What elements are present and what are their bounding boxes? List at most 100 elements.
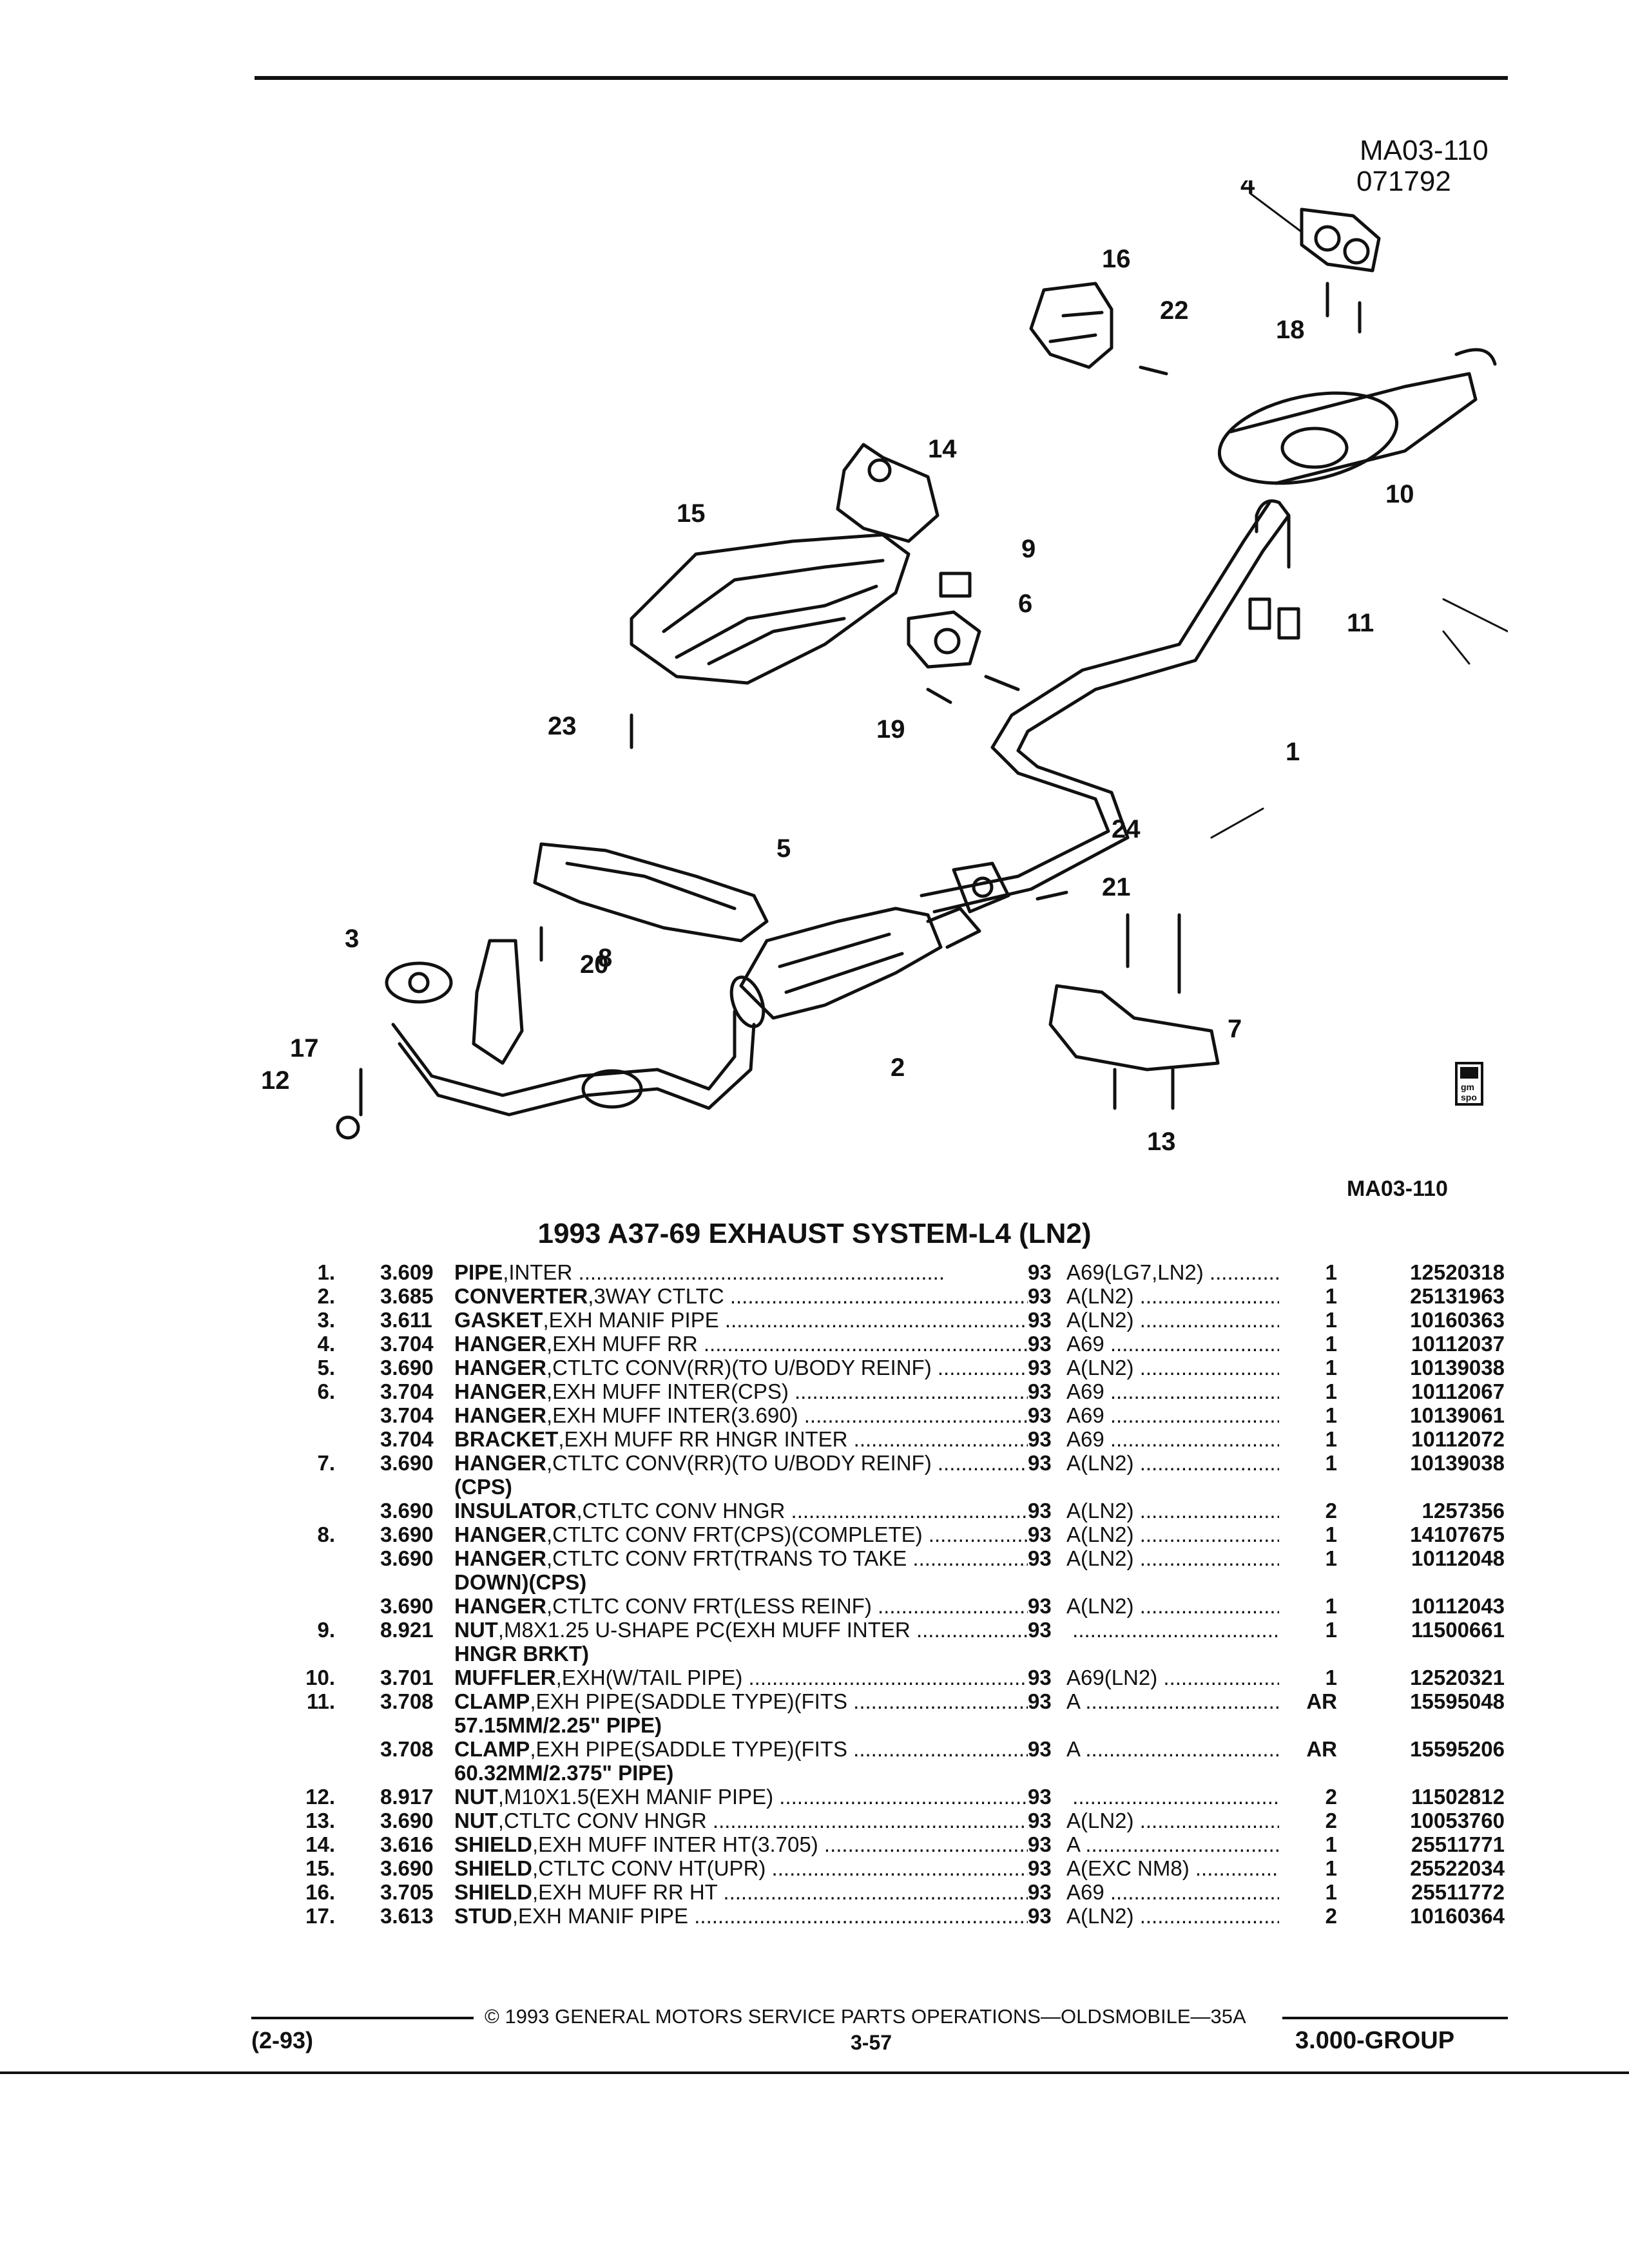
application: A69 ....................................…: [1066, 1403, 1279, 1427]
leader-dots: ........................................…: [572, 1260, 945, 1284]
item-number: [251, 1427, 380, 1451]
application-code: A(LN2): [1066, 1594, 1134, 1618]
intermediate-pipe: [920, 501, 1271, 898]
part-number: 15595206: [1410, 1737, 1505, 1761]
diagram-code-bottom: MA03-110: [1347, 1177, 1448, 1201]
model-year: 93: [1028, 1379, 1052, 1403]
part-name: HANGER: [454, 1451, 547, 1475]
leader-dots: ........................................…: [1139, 1904, 1279, 1928]
part-detail: ,CTLTC CONV FRT(LESS REINF): [546, 1594, 872, 1618]
quantity: 1: [1325, 1427, 1337, 1451]
leader-dots: ........................................…: [748, 1666, 1028, 1689]
item-number: [251, 1570, 380, 1594]
part-number: 10112048: [1411, 1546, 1505, 1570]
parts-row-continuation: HNGR BRKT): [251, 1642, 1572, 1666]
part-detail: ,M8X1.25 U-SHAPE PC(EXH MUFF INTER: [497, 1618, 911, 1642]
part-name: HANGER: [454, 1356, 547, 1379]
application-code: A(LN2): [1066, 1809, 1134, 1832]
part-name: MUFFLER: [454, 1666, 556, 1689]
part-number: 10139061: [1410, 1403, 1505, 1427]
part-description: CLAMP,EXH PIPE(SADDLE TYPE)(FITS .......…: [454, 1737, 1028, 1761]
part-detail: ,EXH MUFF RR HNGR INTER: [558, 1427, 848, 1451]
leader-dots: ........................................…: [804, 1403, 1028, 1427]
application: A(LN2) .................................…: [1066, 1451, 1279, 1475]
leader-dots: ........................................…: [853, 1689, 1028, 1713]
section-number: 3.616: [380, 1832, 434, 1856]
application: A(LN2) .................................…: [1066, 1546, 1279, 1570]
application: A ......................................…: [1066, 1737, 1279, 1761]
parts-row-continuation: (CPS): [251, 1475, 1572, 1499]
part-detail-continued: (CPS): [454, 1475, 512, 1499]
leader-dots: ........................................…: [912, 1546, 1028, 1570]
leader-dots: ........................................…: [1110, 1880, 1279, 1904]
leader-dots: ........................................…: [853, 1427, 1028, 1451]
leader-dots: ........................................…: [795, 1379, 1028, 1403]
callout-16: 16: [1102, 245, 1131, 273]
part-name: SHIELD: [454, 1856, 533, 1880]
callout-18: 18: [1276, 316, 1305, 344]
saddle-clamp: [1248, 597, 1271, 630]
section-number: 3.708: [380, 1689, 434, 1713]
part-description: HANGER,CTLTC CONV(RR)(TO U/BODY REINF) .…: [454, 1451, 1028, 1475]
item-number: 15.: [305, 1856, 335, 1880]
item-number: [251, 1713, 380, 1737]
callout-21: 21: [1102, 873, 1131, 901]
quantity: 1: [1325, 1284, 1337, 1308]
exhaust-system-diagram: 1 2 3 4 5 6 7 8 9 10 11 12 13 14 15 16 1…: [261, 180, 1508, 1156]
part-number: 10053760: [1410, 1809, 1505, 1832]
part-description: HANGER,CTLTC CONV FRT(TRANS TO TAKE ....…: [454, 1546, 1028, 1570]
callout-14: 14: [928, 435, 957, 463]
part-detail: ,EXH MUFF INTER(3.690): [546, 1403, 798, 1427]
part-detail: ,INTER: [503, 1260, 573, 1284]
leader-dots: ........................................…: [928, 1523, 1028, 1546]
part-number: 10160363: [1410, 1308, 1505, 1332]
part-description: NUT,M8X1.25 U-SHAPE PC(EXH MUFF INTER ..…: [454, 1618, 1028, 1642]
part-name: HANGER: [454, 1546, 547, 1570]
model-year: 93: [1028, 1856, 1052, 1880]
application: A69 ....................................…: [1066, 1427, 1279, 1451]
application-code: A: [1066, 1737, 1080, 1761]
part-detail: ,EXH PIPE(SADDLE TYPE)(FITS: [530, 1689, 847, 1713]
part-detail-continued: HNGR BRKT): [454, 1642, 589, 1666]
item-number: 17.: [305, 1904, 335, 1928]
section-number: 8.917: [380, 1785, 434, 1809]
application: A69(LG7,LN2) ...........................…: [1066, 1260, 1279, 1284]
item-number: [251, 1403, 380, 1427]
application: A(LN2) .................................…: [1066, 1904, 1279, 1928]
quantity: 1: [1325, 1356, 1337, 1379]
part-description: SHIELD,CTLTC CONV HT(UPR) ..............…: [454, 1856, 1028, 1880]
part-number: 10112037: [1411, 1332, 1505, 1356]
item-number: 9.: [317, 1618, 335, 1642]
section-number: 3.701: [380, 1666, 434, 1689]
item-number: 1.: [317, 1260, 335, 1284]
application: A(LN2) .................................…: [1066, 1308, 1279, 1332]
section-number: 3.685: [380, 1284, 434, 1308]
pipe-flange: [952, 861, 1010, 914]
part-number: 10112067: [1411, 1379, 1505, 1403]
part-description: NUT,M10X1.5(EXH MANIF PIPE) ............…: [454, 1785, 1028, 1809]
callout-7: 7: [1228, 1015, 1242, 1043]
section-number: 3.611: [380, 1308, 432, 1332]
callout-5: 5: [776, 834, 791, 863]
item-number: 7.: [317, 1451, 335, 1475]
item-number: 11.: [306, 1689, 335, 1713]
section-number: 3.690: [380, 1856, 434, 1880]
part-number: 14107675: [1410, 1523, 1505, 1546]
part-number: 25511771: [1411, 1832, 1505, 1856]
part-description: GASKET,EXH MANIF PIPE ..................…: [454, 1308, 1028, 1332]
leader-dots: ........................................…: [703, 1332, 1028, 1356]
part-number: 15595048: [1410, 1689, 1505, 1713]
leader-dots: ........................................…: [1139, 1809, 1279, 1832]
application: A69 ....................................…: [1066, 1379, 1279, 1403]
part-description: HANGER,CTLTC CONV FRT(LESS REINF) ......…: [454, 1594, 1028, 1618]
leader-dots: ........................................…: [853, 1737, 1028, 1761]
part-name: HANGER: [454, 1379, 547, 1403]
model-year: 93: [1028, 1427, 1052, 1451]
callout-22: 22: [1160, 296, 1189, 325]
leader-dots: ........................................…: [1209, 1260, 1279, 1284]
